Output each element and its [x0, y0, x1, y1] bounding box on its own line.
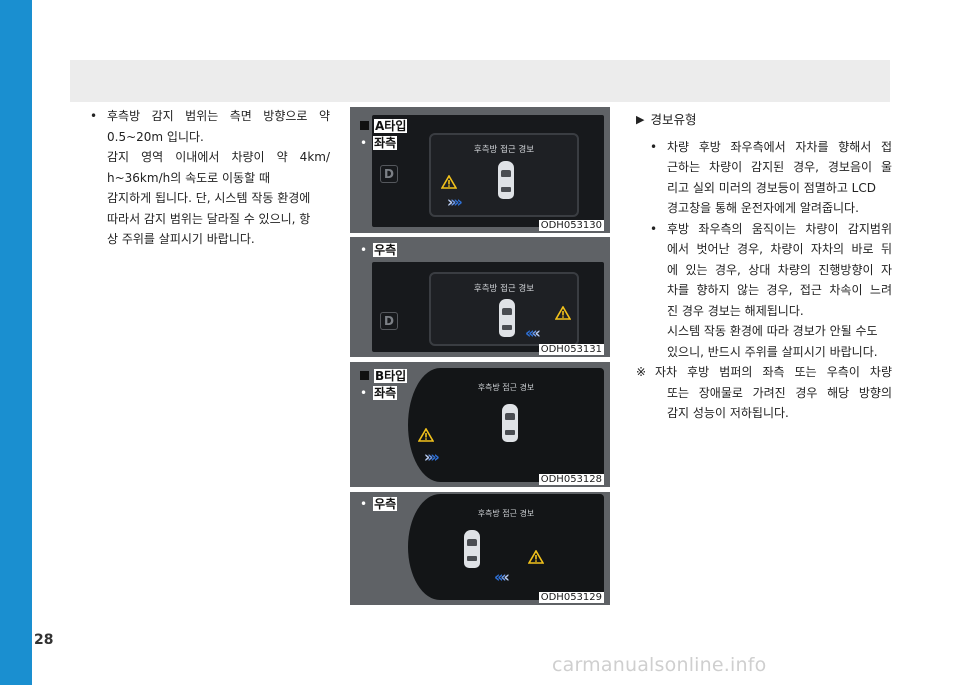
cluster-display: 후측방 접근 경보 ›››› [408, 368, 604, 482]
text-line: 감지 성능이 저하됩니다. [667, 406, 789, 420]
section-title: 경보유형 [650, 112, 697, 127]
cluster-display: 후측방 접근 경보 ‹‹‹‹ [408, 494, 604, 600]
figure-code: ODH053128 [538, 474, 604, 485]
cluster-display: D 후측방 접근 경보 ›››› [372, 115, 604, 227]
warning-title: 후측방 접근 경보 [477, 383, 535, 392]
text-line: 상 주위를 살피시기 바랍니다. [107, 232, 255, 246]
lcd-warning-panel: 후측방 접근 경보 ›››› [429, 133, 579, 217]
warning-triangle-icon [441, 175, 457, 189]
text-line: 또는 장애물로 가려진 경우 해당 방향의 [667, 385, 892, 400]
detection-range-description: • 후측방 감지 범위는 측면 방향으로 약 0.5~20m 입니다. 감지 영… [90, 106, 330, 250]
warning-triangle-icon [555, 306, 571, 320]
text-line: 있으니, 반드시 주위를 살피시기 바랍니다. [667, 344, 878, 359]
a-type-label: A타입 [360, 119, 408, 134]
gear-indicator: D [380, 165, 398, 183]
figure-code: ODH053131 [538, 344, 604, 355]
bullet-dot: • [650, 221, 658, 236]
approach-arrows-icon: ›››› [424, 448, 440, 466]
car-icon [502, 404, 518, 442]
approach-arrows-icon: ‹‹‹‹ [525, 324, 541, 342]
warning-triangle-icon [418, 428, 434, 442]
figure-code: ODH053130 [538, 220, 604, 231]
car-icon [498, 161, 514, 199]
warning-condition-bullet: • 차량 후방 좌우측에서 자차를 향해서 접 근하는 차량이 감지된 경우, … [636, 137, 892, 219]
cluster-display: D 후측방 접근 경보 ‹‹‹‹ [372, 262, 604, 352]
page-number: 28 [34, 632, 54, 648]
text-line: h~36km/h의 속도로 이동할 때 [107, 170, 270, 185]
gear-indicator: D [380, 312, 398, 330]
text-line: 차를 향하지 않는 경우, 접근 차속이 느려 [667, 283, 892, 297]
b-type-label: B타입 [360, 369, 408, 384]
text-line: 자차 후방 범퍼의 좌측 또는 우측이 차량 [655, 365, 892, 379]
approach-arrows-icon: ›››› [447, 193, 463, 211]
right-side-label: •우측 [360, 497, 398, 511]
warning-type-section: ▶ 경보유형 • 차량 후방 좌우측에서 자차를 향해서 접 근하는 차량이 감… [636, 110, 892, 424]
warning-title: 후측방 접근 경보 [473, 145, 535, 155]
watermark: carmanualsonline.info [552, 654, 767, 676]
text-line: 시스템 작동 환경에 따라 경보가 안될 수도 [667, 324, 878, 338]
warning-title: 후측방 접근 경보 [473, 284, 535, 294]
text-line: 후방 좌우측의 움직이는 차량이 감지범위 [667, 221, 892, 236]
text-line: 따라서 감지 범위는 달라질 수 있으니, 항 [107, 211, 311, 226]
text-line: 에서 벗어난 경우, 차량이 자차의 바로 뒤 [667, 242, 892, 256]
figure-b-type-right: 후측방 접근 경보 ‹‹‹‹ •우측 ODH053129 [350, 492, 610, 605]
section-heading: ▶ 경보유형 [636, 110, 892, 131]
left-side-label: •좌측 [360, 136, 398, 150]
approach-arrows-icon: ‹‹‹‹ [494, 568, 510, 586]
figure-b-type-left: 후측방 접근 경보 ›››› B타입 •좌측 ODH053128 [350, 362, 610, 487]
header-band [70, 60, 890, 102]
figure-a-type-left: D 후측방 접근 경보 ›››› A타입 •좌측 ODH053130 [350, 107, 610, 233]
text-line: 에 있는 경우, 상대 차량의 진행방향이 자 [667, 262, 892, 277]
text-line: 진 경우 경보는 해제됩니다. [667, 303, 804, 318]
figure-a-type-right: D 후측방 접근 경보 ‹‹‹‹ •우측 ODH053131 [350, 237, 610, 357]
text-line: 근하는 차량이 감지된 경우, 경보음이 울 [667, 160, 892, 174]
right-side-label: •우측 [360, 243, 398, 257]
warning-release-bullet: • 후방 좌우측의 움직이는 차량이 감지범위 에서 벗어난 경우, 차량이 자… [636, 219, 892, 363]
text-line: 리고 실외 미러의 경보등이 점멸하고 LCD [667, 180, 876, 195]
text-line: 차량 후방 좌우측에서 자차를 향해서 접 [667, 139, 892, 154]
warning-triangle-icon [528, 550, 544, 564]
car-icon [464, 530, 480, 568]
text-line: 감지 영역 이내에서 차량이 약 4km/ [107, 150, 330, 164]
text-line: 감지하게 됩니다. 단, 시스템 작동 환경에 [107, 191, 311, 205]
bullet-dot: • [650, 139, 658, 154]
note-marker: ※ [636, 365, 647, 379]
figure-code: ODH053129 [538, 592, 604, 603]
bullet-dot: • [90, 109, 98, 123]
detection-range-bullet: • 후측방 감지 범위는 측면 방향으로 약 [90, 106, 330, 127]
text-line: 0.5~20m 입니다. [107, 129, 204, 144]
text-line: 후측방 감지 범위는 측면 방향으로 약 [107, 109, 330, 123]
sensor-blocked-note: ※ 자차 후방 범퍼의 좌측 또는 우측이 차량 또는 장애물로 가려진 경우 … [636, 362, 892, 424]
warning-title: 후측방 접근 경보 [477, 509, 535, 518]
lcd-warning-panel: 후측방 접근 경보 ‹‹‹‹ [429, 272, 579, 346]
car-icon [499, 299, 515, 337]
text-line: 경고창을 통해 운전자에게 알려줍니다. [667, 201, 859, 215]
left-side-label: •좌측 [360, 386, 398, 400]
triangle-marker-icon: ▶ [636, 113, 645, 126]
side-tab-bar [0, 0, 32, 685]
